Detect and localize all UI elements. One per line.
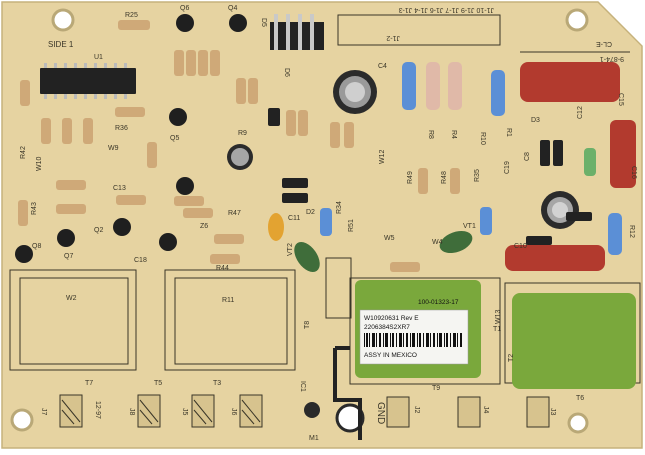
label-c18: C18 — [134, 257, 147, 264]
label-c8: C8 — [524, 152, 531, 161]
label-r43: R43 — [31, 202, 38, 215]
sticker-part-number: W10920631 Rev E — [364, 315, 419, 322]
label-gnd: GND — [375, 402, 386, 424]
label-r4: R4 — [450, 130, 457, 139]
sticker-code: 2206384S2XR7 — [364, 324, 410, 331]
varistors — [268, 213, 473, 273]
label-r11: R11 — [222, 297, 234, 304]
label-u1: U1 — [94, 54, 103, 61]
silkscreen-outlines — [9, 14, 641, 440]
label-r25: R25 — [125, 12, 138, 19]
label-vt1: VT1 — [463, 223, 476, 230]
label-r49: R49 — [407, 171, 414, 184]
label-vt2: VT2 — [287, 243, 294, 256]
label-r35: R35 — [474, 169, 481, 182]
label-j2: J2 — [413, 406, 420, 414]
label-d5: D5 — [260, 18, 267, 27]
label-z6: Z6 — [200, 223, 208, 230]
label-j7: J7 — [40, 408, 47, 416]
resistors — [18, 20, 622, 272]
label-w13: W13 — [495, 310, 502, 325]
label-date: 12-97 — [94, 401, 101, 419]
label-part-number: 9-874-1 — [600, 55, 624, 62]
product-sticker: W10920631 Rev E 2206384S2XR7 ASSY IN MEX… — [359, 299, 469, 365]
label-t7: T7 — [85, 380, 93, 387]
label-w10: W10 — [36, 157, 43, 172]
label-r48: R48 — [441, 171, 448, 184]
transistors — [15, 14, 247, 263]
film-capacitors — [505, 62, 636, 271]
label-q2: Q2 — [94, 227, 103, 234]
label-r10: R10 — [479, 132, 486, 145]
label-r51: R51 — [348, 219, 355, 232]
label-r47: R47 — [228, 210, 241, 217]
label-side: SIDE 1 — [48, 40, 74, 49]
label-w5: W5 — [384, 235, 395, 242]
connector-tabs — [59, 394, 550, 428]
label-t3: T3 — [213, 380, 221, 387]
label-r9: R9 — [238, 130, 247, 137]
label-t8: T8 — [304, 321, 311, 329]
label-c12: C12 — [577, 106, 584, 119]
label-t9: T9 — [432, 385, 440, 392]
barcode-graphic — [364, 333, 462, 347]
sticker-origin: ASSY IN MEXICO — [364, 352, 417, 359]
label-c15: C15 — [617, 93, 624, 106]
label-c11: C11 — [288, 215, 300, 222]
label-q4: Q4 — [228, 5, 237, 12]
label-c19: C19 — [504, 161, 511, 174]
label-c10: C10 — [514, 243, 527, 250]
label-c4: C4 — [378, 63, 387, 70]
label-q7: Q7 — [64, 253, 73, 260]
label-d3: D3 — [531, 117, 540, 124]
label-c13: C13 — [113, 185, 126, 192]
ic-u1 — [40, 63, 136, 99]
label-w2: W2 — [66, 295, 77, 302]
silkscreen-labels: SIDE 1 U1 9-874-1 CL-E GND T1 T2 T3 T5 T… — [20, 5, 637, 442]
label-t2: T2 — [508, 354, 515, 362]
label-w9: W9 — [108, 145, 119, 152]
label-c16: C16 — [630, 166, 637, 179]
label-t5: T5 — [154, 380, 162, 387]
label-j5: J5 — [181, 408, 188, 416]
label-m1: M1 — [309, 435, 319, 442]
label-r8: R8 — [427, 130, 434, 139]
diodes — [268, 108, 592, 245]
label-j1-header: J1-10 J1-9 J1-7 J1-6 J1-4 J1-3 — [399, 6, 494, 13]
label-d6: D6 — [283, 68, 290, 77]
mounting-holes — [10, 8, 589, 434]
label-j8: J8 — [128, 408, 135, 416]
label-w12: W12 — [379, 150, 386, 165]
label-r12: R12 — [628, 225, 635, 238]
pin-header — [270, 14, 324, 50]
label-j1-2: J1-2 — [386, 34, 400, 41]
label-q5: Q5 — [170, 135, 179, 142]
label-r42: R42 — [20, 146, 27, 159]
label-ic1: IC1 — [299, 381, 306, 392]
label-t6: T6 — [576, 395, 584, 402]
label-j3: J3 — [549, 408, 556, 416]
label-q8: Q8 — [32, 243, 41, 250]
label-j6: J6 — [230, 408, 237, 416]
label-r1: R1 — [505, 128, 512, 137]
label-r34: R34 — [336, 201, 343, 214]
label-r36: R36 — [115, 125, 128, 132]
label-w4: W4 — [432, 239, 443, 246]
label-cl: CL-E — [596, 40, 612, 47]
label-r44: R44 — [216, 265, 229, 272]
label-q6: Q6 — [180, 5, 189, 12]
label-d2: D2 — [306, 209, 315, 216]
label-t1: T1 — [493, 326, 501, 333]
sticker-board-id: 100-01323-17 — [418, 299, 459, 306]
label-j4: J4 — [482, 406, 489, 414]
